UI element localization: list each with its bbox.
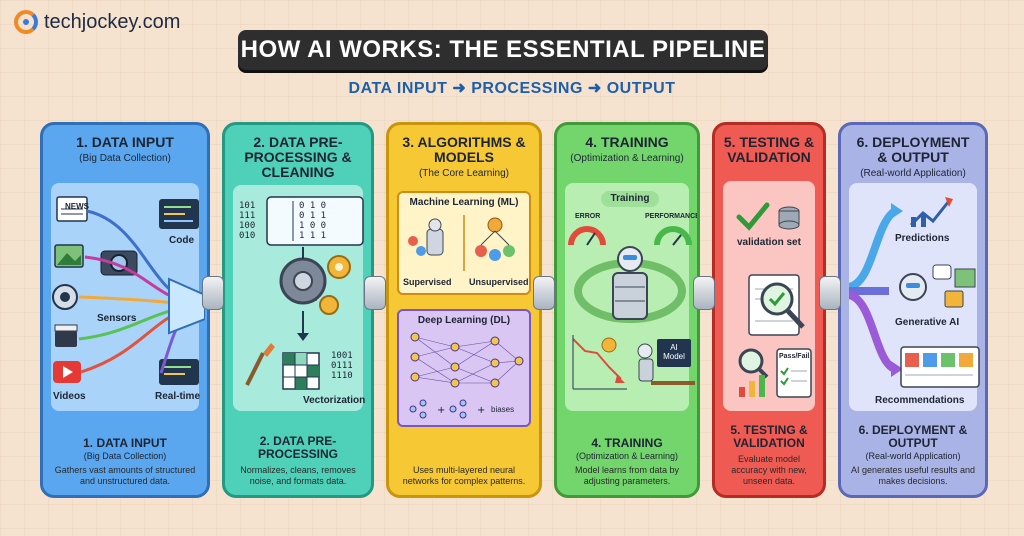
panel-3-title: 3. ALGORITHMS & MODELS	[402, 134, 526, 165]
panel-6-footer-title: 6. DEPLOYMENT & OUTPUT	[858, 423, 968, 450]
panel-4-footer-desc: Model learns from data by adjusting para…	[574, 465, 680, 486]
page-subtitle: DATA INPUT ➜ PROCESSING ➜ OUTPUT	[348, 80, 676, 97]
clean-matrix: 0 1 0 0 1 1 1 0 0 1 1 1	[299, 201, 327, 241]
panel-5-footer-desc: Evaluate model accuracy with new, unseen…	[731, 454, 807, 486]
ml-box: Machine Learning (ML) Supervised Unsuper…	[397, 191, 531, 295]
panel-3-footer-desc: Uses multi-layered neural networks for c…	[402, 465, 526, 486]
panel-1-footer-subtitle: (Big Data Collection)	[83, 451, 167, 461]
page-title: HOW AI WORKS: THE ESSENTIAL PIPELINE	[240, 36, 766, 63]
panel-4-subtitle: (Optimization & Learning)	[570, 153, 684, 164]
panel-deployment: 6. DEPLOYMENT & OUTPUT (Real-world Appli…	[838, 122, 988, 498]
panel-1-subtitle: (Big Data Collection)	[79, 153, 171, 164]
panel-4-footer-title: 4. TRAINING	[591, 436, 663, 450]
svg-text:+: +	[477, 405, 485, 416]
panel-2-footer-desc: Normalizes, cleans, removes noise, and f…	[240, 465, 356, 486]
svg-text:+: +	[437, 405, 445, 416]
training-badge: Training	[601, 191, 659, 207]
label-biases: biases	[491, 405, 515, 414]
panel-training: 4. TRAINING (Optimization & Learning) Tr…	[554, 122, 700, 498]
panel-5-title: 5. TESTING & VALIDATION	[723, 134, 815, 165]
neural-network-icon: + +	[409, 332, 524, 419]
panel-6-inner: Predictions Generative AI Recommendation…	[849, 183, 980, 411]
label-news: NEWS	[65, 202, 89, 211]
pipe-connector-2	[364, 276, 386, 310]
panel-data-input: 1. DATA INPUT (Big Data Collection)	[40, 122, 210, 498]
pipe-connector-1	[202, 276, 224, 310]
label-code: Code	[169, 235, 194, 246]
panel-4-title: 4. TRAINING	[585, 134, 669, 150]
label-supervised: Supervised	[403, 277, 452, 287]
panel-6-footer-desc: AI generates useful results and makes de…	[850, 465, 976, 486]
panel-4-footer-subtitle: (Optimization & Learning)	[575, 451, 679, 461]
panel-algorithms: 3. ALGORITHMS & MODELS (The Core Learnin…	[386, 122, 542, 498]
label-videos: Videos	[53, 391, 86, 402]
panel-2-title: 2. DATA PRE-PROCESSING & CLEANING	[244, 134, 352, 180]
techjockey-logo-icon	[14, 10, 38, 34]
ai-model-screen: AI Model	[663, 343, 685, 361]
panel-5-footer-title: 5. TESTING & VALIDATION	[730, 423, 808, 450]
label-recommendations: Recommendations	[875, 395, 965, 406]
label-predictions: Predictions	[895, 233, 950, 244]
label-real-time: Real-time	[155, 391, 201, 402]
panel-pre-processing: 2. DATA PRE-PROCESSING & CLEANING	[222, 122, 374, 498]
panel-1-footer-title: 1. DATA INPUT	[83, 436, 167, 450]
panel-testing: 5. TESTING & VALIDATION validation set P…	[712, 122, 826, 498]
panel-5-inner: validation set Pass/Fail	[723, 181, 815, 411]
dl-box: Deep Learning (DL) + + biases	[397, 309, 531, 427]
ml-illustration	[408, 215, 515, 271]
pipe-connector-5	[819, 276, 841, 310]
raw-matrix: 101 111 100 010	[239, 201, 256, 241]
panel-1-title: 1. DATA INPUT	[76, 134, 174, 150]
brand-name: techjockey.com	[44, 10, 181, 33]
pass-fail-label: Pass/Fail	[779, 353, 810, 360]
panel-4-inner: Training ERROR PERFORMANCE AI Model	[565, 183, 697, 411]
panel-2-footer-title: 2. DATA PRE-PROCESSING	[257, 434, 338, 461]
panel-1-inner: NEWS Code Sensors Videos Real-time	[51, 183, 205, 411]
brand-logo[interactable]: techjockey.com	[14, 10, 180, 34]
ml-title: Machine Learning (ML)	[409, 197, 519, 208]
panel-2-inner: 101 111 100 010 0 1 0 0 1 1 1 0 0 1 1 1 …	[233, 185, 366, 411]
label-vectorization: Vectorization	[303, 395, 366, 406]
label-error: ERROR	[575, 213, 601, 220]
deployment-illustration	[849, 197, 980, 388]
dl-title: Deep Learning (DL)	[417, 315, 511, 326]
label-validation-set: validation set	[737, 237, 801, 248]
data-sources-illustration	[52, 196, 205, 385]
label-sensors: Sensors	[97, 313, 137, 324]
vector-values: 1001 0111 1110	[331, 351, 353, 381]
label-generative-ai: Generative AI	[895, 317, 960, 328]
panel-6-title: 6. DEPLOYMENT & OUTPUT	[856, 134, 970, 165]
panel-1-footer-desc: Gathers vast amounts of structured and u…	[54, 465, 196, 486]
pipe-connector-4	[693, 276, 715, 310]
pipe-connector-3	[533, 276, 555, 310]
title-banner: HOW AI WORKS: THE ESSENTIAL PIPELINE	[238, 30, 768, 70]
testing-illustration	[736, 202, 812, 398]
panel-3-subtitle: (The Core Learning)	[418, 168, 510, 179]
panel-6-footer-subtitle: (Real-world Application)	[865, 451, 961, 461]
label-unsupervised: Unsupervised	[469, 277, 529, 287]
label-performance: PERFORMANCE	[645, 213, 700, 220]
cleaning-illustration	[245, 196, 364, 390]
training-illustration	[568, 226, 695, 390]
panel-6-subtitle: (Real-world Application)	[860, 168, 966, 179]
